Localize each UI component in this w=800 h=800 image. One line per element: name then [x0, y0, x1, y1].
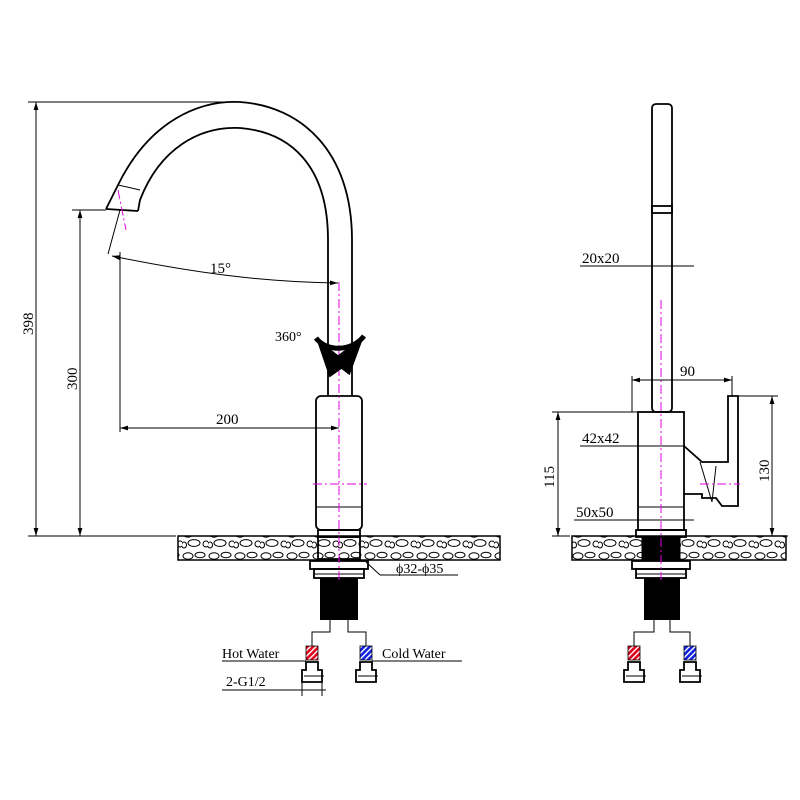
cold-water-label: Cold Water: [382, 647, 446, 662]
cold-hose-marker-side: [359, 645, 373, 661]
hot-hose-marker-front: [627, 645, 641, 661]
handle-height-label: 130: [757, 460, 773, 483]
spout-section-label: 20x20: [582, 251, 620, 267]
base-section-label: 50x50: [576, 505, 614, 521]
handle-front: [683, 395, 739, 507]
total-height-label: 398: [21, 313, 37, 336]
reach-label: 200: [216, 412, 239, 428]
hot-water-label: Hot Water: [222, 647, 280, 662]
spout-angle-label: 15°: [210, 261, 231, 277]
front-view: 20x20 90 42x42 50x50 115 130: [542, 103, 788, 683]
spout-height-label: 300: [65, 368, 81, 391]
handle-reach-label: 90: [680, 364, 695, 380]
body-section-label: 42x42: [582, 431, 620, 447]
hot-hose-marker-side: [305, 645, 319, 661]
thread-label: 2-G1/2: [226, 675, 266, 690]
shank-side: [320, 578, 358, 620]
side-view: 360° 15° 200 398 300 ϕ32-ϕ35 Hot Water C…: [21, 101, 501, 696]
spout-front: [651, 103, 673, 413]
cold-hose-marker-front: [683, 645, 697, 661]
hole-diameter-label: ϕ32-ϕ35: [396, 562, 443, 577]
rotation-label: 360°: [275, 330, 302, 345]
spout-outer: [105, 101, 353, 396]
rotation-arrow-icon: [313, 334, 366, 378]
shank-front: [644, 578, 680, 620]
spout-inner: [137, 127, 329, 396]
outlet-tilt-line: [107, 209, 121, 255]
body-height-label: 115: [542, 466, 558, 488]
